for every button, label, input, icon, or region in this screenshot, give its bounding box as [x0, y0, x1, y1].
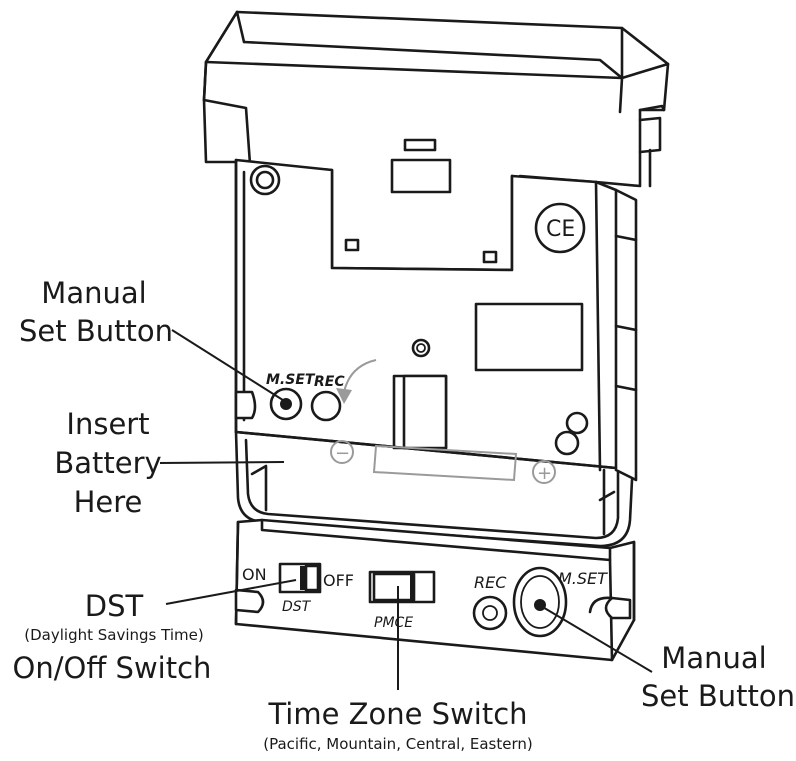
lower-rec-button[interactable]: [472, 595, 508, 631]
upper-rec-label: REC: [314, 374, 345, 390]
manual-set-right-label: Manual Set Button: [641, 641, 795, 713]
leader-manual-set-left: [171, 329, 287, 403]
dst-label-line3: On/Off Switch: [13, 651, 212, 685]
insert-battery-line1: Insert: [66, 407, 149, 441]
lower-on-label: ON: [242, 565, 267, 584]
dst-label: DST (Daylight Savings Time) On/Off Switc…: [13, 589, 212, 685]
ce-mark-icon: CE: [534, 202, 586, 254]
curved-arrow-icon: [336, 359, 377, 404]
manual-set-right-line1: Manual: [661, 641, 766, 675]
dst-label-line1: DST: [85, 589, 144, 623]
ce-mark-text: CE: [546, 217, 575, 242]
top-housing: [202, 10, 670, 272]
time-zone-switch[interactable]: [368, 570, 436, 604]
time-zone-label: Time Zone Switch (Pacific, Mountain, Cen…: [263, 697, 533, 753]
insert-battery-label: Insert Battery Here: [54, 407, 161, 519]
manual-set-left-line1: Manual: [41, 276, 146, 310]
manual-set-right-line2: Set Button: [641, 679, 795, 713]
time-zone-line1: Time Zone Switch: [267, 697, 527, 731]
lower-rec-label: REC: [474, 573, 507, 592]
lower-dst-label: DST: [282, 599, 312, 615]
lower-pmce-label: PMCE: [374, 615, 413, 631]
upper-mset-label: M.SET: [266, 372, 316, 388]
lower-off-label: OFF: [323, 571, 354, 590]
time-zone-line2: (Pacific, Mountain, Central, Eastern): [263, 735, 533, 753]
upper-mset-button[interactable]: [269, 387, 303, 421]
leader-manual-set-right: [540, 605, 653, 673]
lower-mset-button[interactable]: [512, 566, 568, 638]
battery-minus-sign: −: [335, 443, 350, 464]
insert-battery-line2: Battery: [54, 446, 161, 480]
upper-rec-button[interactable]: [310, 390, 342, 422]
lower-mset-label: M.SET: [558, 569, 608, 588]
main-body: [234, 158, 638, 482]
manual-set-left-line2: Set Button: [19, 314, 173, 348]
battery-outline-icon: − +: [330, 440, 556, 484]
battery-plus-sign: +: [537, 463, 552, 484]
dst-switch[interactable]: [278, 562, 322, 594]
leader-insert-battery: [159, 461, 285, 464]
manual-set-left-label: Manual Set Button: [19, 276, 173, 348]
insert-battery-line3: Here: [74, 485, 143, 519]
dst-label-line2: (Daylight Savings Time): [24, 626, 203, 644]
leader-dst: [165, 579, 297, 605]
